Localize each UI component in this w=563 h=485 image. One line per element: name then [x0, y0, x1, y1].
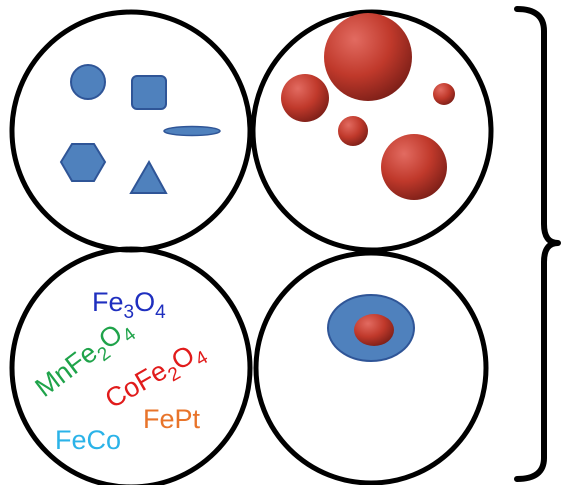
panel-compositions: Fe3O4 MnFe2O4 CoFe2O4 FePt FeCo: [9, 246, 253, 485]
label-feco: FeCo: [55, 425, 121, 455]
panel-sizes: [250, 9, 494, 253]
tiny-sphere-icon: [433, 83, 455, 105]
label-fept: FePt: [143, 404, 201, 434]
panel-shapes: [9, 9, 253, 253]
panel-core-shell: [253, 250, 489, 485]
triangle-icon: [129, 159, 168, 194]
panel-circle: [250, 9, 494, 253]
panel-circle: [9, 246, 253, 485]
hexagon-icon: [59, 143, 107, 182]
label-fe3o4: Fe3O4: [92, 287, 166, 323]
rod-icon: [163, 125, 221, 137]
panel-circle: [253, 250, 489, 485]
circle-icon: [70, 64, 106, 100]
large-sphere-icon: [324, 13, 412, 101]
small-sphere-icon: [338, 116, 368, 146]
medium-sphere-icon: [281, 74, 329, 122]
core-sphere-icon: [354, 314, 394, 346]
rounded-square-icon: [131, 75, 167, 110]
large-sphere-icon: [381, 134, 447, 200]
right-brace: [514, 6, 561, 482]
core-shell-particle-icon: [327, 294, 415, 362]
